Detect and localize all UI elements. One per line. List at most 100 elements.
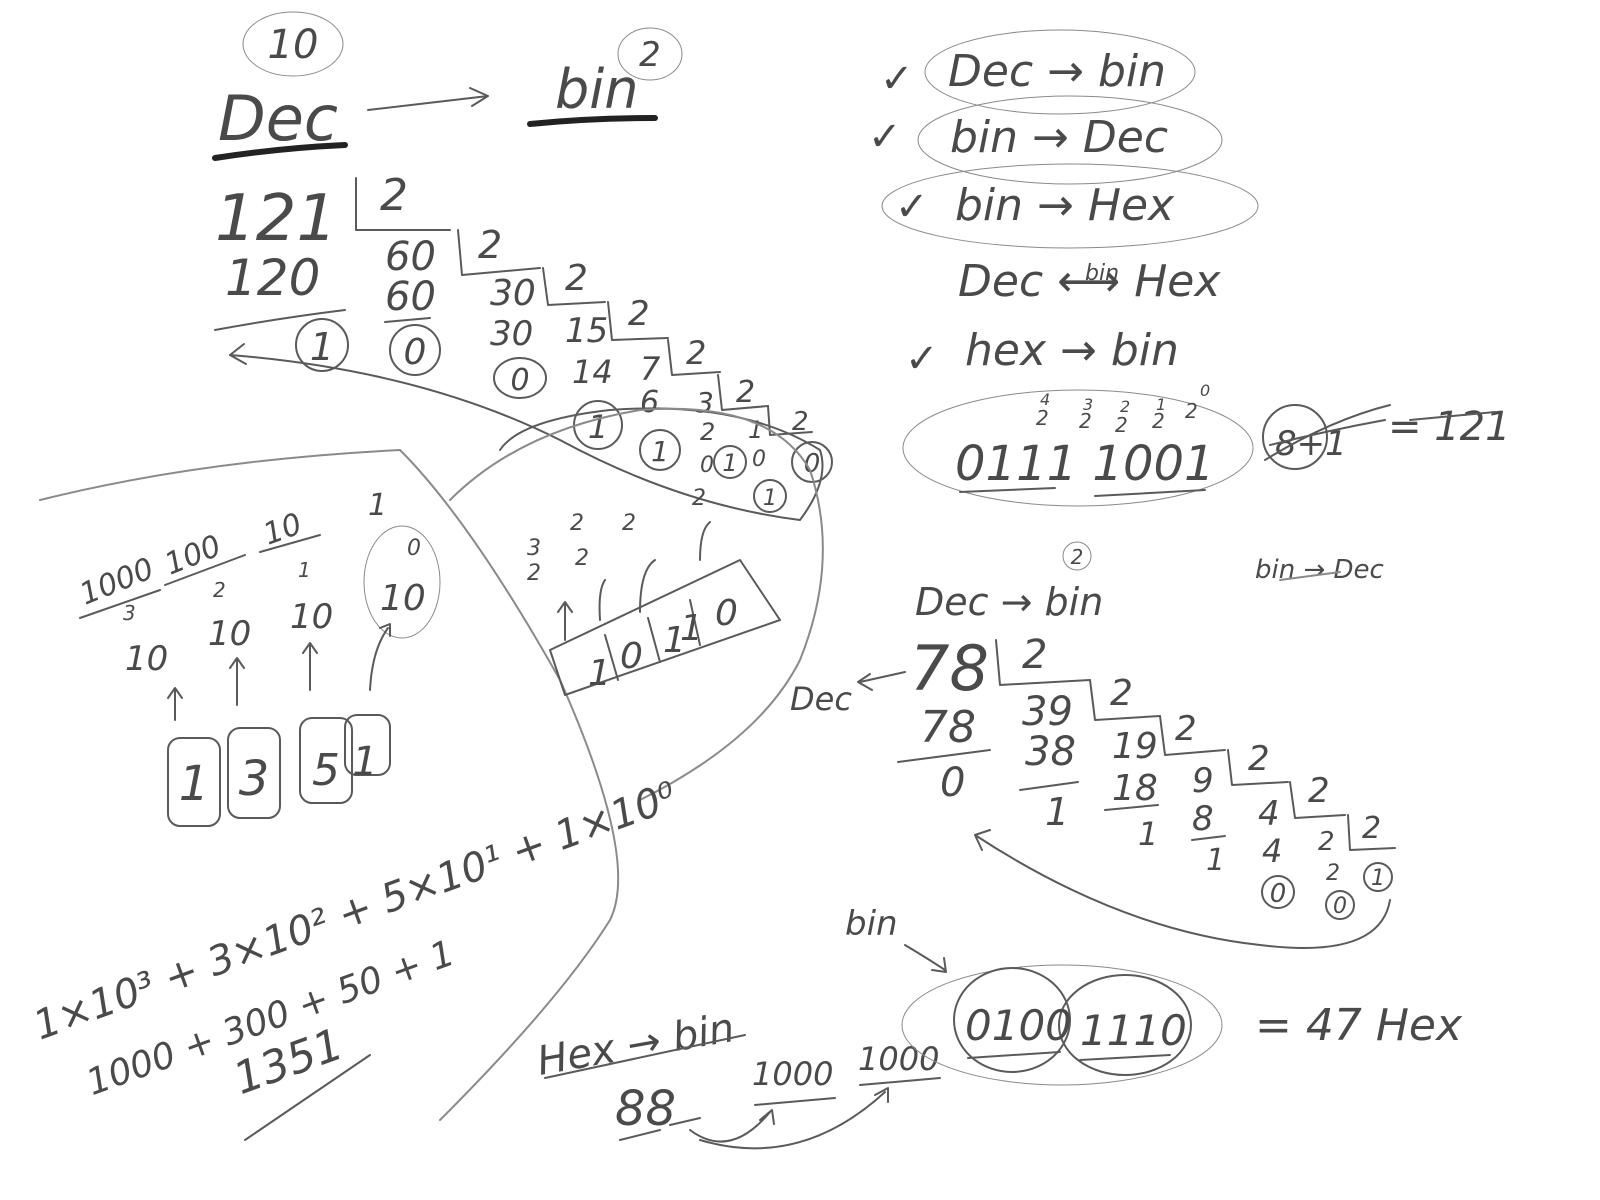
place-values: 1000 100 10 1 3 2 1 0 10 10 10 10 1 3 5 … xyxy=(75,488,441,827)
remainder: 1 xyxy=(310,325,334,369)
base-2-label: 2 xyxy=(639,35,661,75)
bit: 1 xyxy=(588,653,611,694)
remainder-1: 1 xyxy=(1371,866,1385,891)
divisor: 2 xyxy=(686,334,706,372)
ten: 10 xyxy=(380,578,426,619)
box-exp: 2 xyxy=(527,561,541,586)
heading-bin-underline xyxy=(527,115,658,127)
check-mark: ✓ xyxy=(895,184,929,230)
divisor: 2 xyxy=(1308,771,1330,811)
product-120: 120 xyxy=(225,249,320,307)
checklist-oval-2 xyxy=(917,95,1223,185)
digit-3: 3 xyxy=(239,751,270,807)
quotient-19: 19 xyxy=(1112,726,1158,767)
power: 1 xyxy=(1156,395,1166,414)
ten: 10 xyxy=(125,639,168,679)
power: 4 xyxy=(1040,390,1050,409)
quotient-15: 15 xyxy=(565,311,608,351)
divisor: 2 xyxy=(736,375,755,410)
group-arrows xyxy=(689,1087,889,1150)
divisor: 2 xyxy=(478,223,502,267)
division-78: 2 Dec → bin Dec 78 2 78 0 39 2 38 1 19 2… xyxy=(790,541,1396,949)
product-14: 14 xyxy=(572,353,613,391)
checklist-oval-1 xyxy=(924,29,1196,115)
bit: 0 xyxy=(620,636,643,677)
bit: 1 xyxy=(680,608,703,649)
remainder-1: 1 xyxy=(1138,815,1158,853)
exp-3: 3 xyxy=(123,601,136,625)
circle-2-label: 2 xyxy=(1071,545,1084,569)
scribble-result: = 121 xyxy=(1388,404,1511,450)
checklist-item-1: Dec → bin xyxy=(948,46,1166,97)
divisor: 2 xyxy=(565,258,588,299)
base-10-circle xyxy=(242,11,344,77)
remainder: 1 xyxy=(763,486,777,511)
weight-1000: 1000 xyxy=(75,551,159,612)
product-18: 18 xyxy=(1112,768,1158,809)
box-exp: 3 xyxy=(527,536,541,561)
hex-88: 88 xyxy=(615,1081,676,1137)
power: 3 xyxy=(1083,395,1093,414)
base: 2 xyxy=(1152,409,1165,433)
remainder-lasso xyxy=(229,354,824,521)
divisor: 2 xyxy=(1110,673,1133,714)
remainder-0: 0 xyxy=(1333,894,1347,919)
box-exp: 2 xyxy=(575,546,589,571)
heading-dec-underline xyxy=(212,142,348,161)
region-divider-left xyxy=(39,448,620,1121)
product-30: 30 xyxy=(490,314,533,354)
remainder: 1 xyxy=(651,435,669,468)
check-mark: ✓ xyxy=(880,56,914,102)
heading-bin: bin xyxy=(555,58,639,121)
exp-1: 1 xyxy=(298,558,311,582)
product-0b: 0 xyxy=(752,447,766,472)
product-2: 2 xyxy=(1326,861,1340,886)
scribble-circle xyxy=(1262,404,1328,470)
product-6: 6 xyxy=(640,385,659,420)
product-8: 8 xyxy=(1192,799,1214,839)
group-1000: 1000 xyxy=(858,1040,939,1078)
region-divider-middle xyxy=(449,407,824,801)
product-38: 38 xyxy=(1025,729,1076,775)
remainder-1: 1 xyxy=(1045,790,1069,834)
quotient-39: 39 xyxy=(1022,689,1073,735)
box-strip xyxy=(549,559,781,696)
box-exp: 2 xyxy=(570,511,584,536)
box-exp: 2 xyxy=(622,511,636,536)
bit: 0 xyxy=(715,593,738,634)
quotient-9: 9 xyxy=(1192,761,1214,801)
product-78: 78 xyxy=(920,702,976,753)
bit: 1 xyxy=(663,620,686,661)
remainder: 1 xyxy=(722,449,737,477)
result-underline xyxy=(244,1054,371,1141)
divisor: 2 xyxy=(1248,739,1270,779)
divisor: 2 xyxy=(1362,811,1381,846)
dec-tag: Dec xyxy=(790,680,852,718)
divisor: 2 xyxy=(1175,709,1197,749)
quotient-30: 30 xyxy=(490,273,536,314)
group-1000: 1000 xyxy=(752,1055,833,1093)
remainder-0: 0 xyxy=(1270,879,1287,909)
checklist-item-4: Dec ⟷ Hex xyxy=(958,256,1221,307)
bits-0111-1001: 0111 1001 xyxy=(955,436,1215,492)
read-up-arrow-78 xyxy=(974,829,1391,949)
via-bin: bin xyxy=(1085,261,1119,286)
product-60: 60 xyxy=(385,274,436,320)
power: 0 xyxy=(1200,381,1210,400)
product-2: 2 xyxy=(700,418,715,446)
exp-2: 2 xyxy=(213,578,226,602)
hex-result-47: = 47 Hex xyxy=(1255,1000,1463,1051)
quotient-4: 4 xyxy=(1258,794,1280,834)
nibble-1110: 1110 xyxy=(1080,1006,1187,1055)
product-0: 0 xyxy=(700,453,714,478)
weight-1: 1 xyxy=(368,488,387,523)
checklist-oval-3 xyxy=(881,163,1259,249)
box-arrows xyxy=(557,521,711,641)
place-arrows xyxy=(167,623,391,721)
exp-0: 0 xyxy=(407,536,421,561)
base: 2 xyxy=(1036,406,1049,430)
heading-arrow xyxy=(367,87,489,111)
quotient-7: 7 xyxy=(640,350,661,388)
checklist-item-5: hex → bin xyxy=(965,325,1179,376)
check-mark: ✓ xyxy=(868,114,902,160)
